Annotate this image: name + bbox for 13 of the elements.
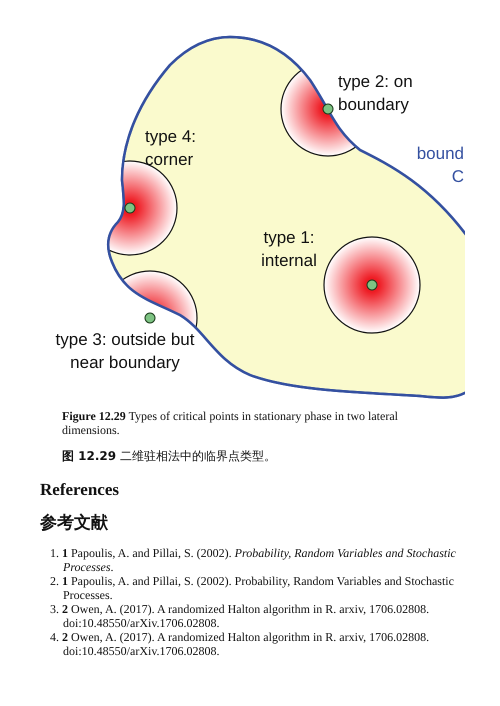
figure-caption: Figure 12.29 Types of critical points in stationary phase in two lateral dimensions. bbox=[62, 410, 399, 437]
reference-entry: 2. 1 Papoulis, A. and Pillai, S. (2002). Probability, Random Variables and Stochastic Processes. bbox=[50, 575, 455, 602]
point-label: type 2: on boundary bbox=[338, 71, 414, 116]
reference-entry: 4. 2 Owen, A. (2017). A randomized Halton algorithm in R. arxiv, 1706.02808. doi:10.48550/arXiv.1706.02808. bbox=[50, 631, 430, 658]
point-label: type 4: corner bbox=[145, 126, 198, 171]
section-heading: References bbox=[40, 480, 120, 500]
section-heading: 参考文献 bbox=[40, 512, 109, 534]
point-label: type 3: outside but near boundary bbox=[55, 329, 195, 374]
boundary-label: bound C bbox=[416, 143, 464, 188]
point-label: type 1: internal bbox=[260, 227, 318, 272]
caption-text: 图 12.29 二维驻相法中的临界点类型。 bbox=[62, 450, 277, 464]
reference-entry: 1. 1 Papoulis, A. and Pillai, S. (2002). Probability, Random Variables and Stochastic Processes. bbox=[50, 547, 457, 574]
reference-entry: 3. 2 Owen, A. (2017). A randomized Halton algorithm in R. arxiv, 1706.02808. doi:10.48550/arXiv.1706.02808. bbox=[50, 603, 430, 630]
